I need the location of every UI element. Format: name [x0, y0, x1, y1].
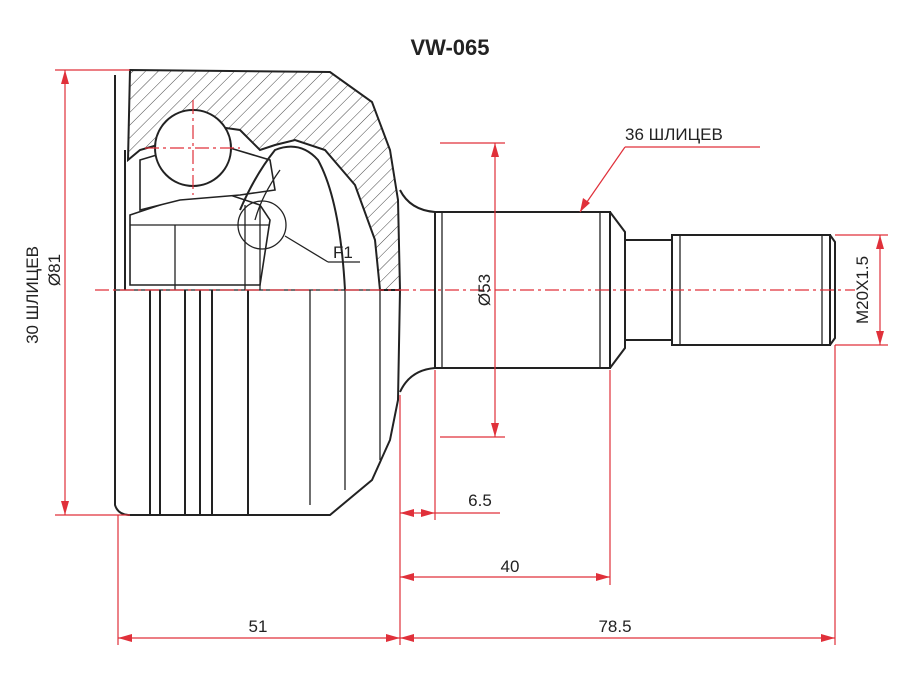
stub-length-dim: 78.5 — [598, 617, 631, 636]
splined-shaft — [434, 211, 611, 369]
part-number: VW-065 — [410, 35, 489, 60]
outer-splines-label: 36 ШЛИЦЕВ — [625, 125, 723, 144]
cage-pocket — [129, 194, 271, 286]
neck — [399, 189, 436, 213]
detail-ref-label: F1 — [333, 243, 353, 262]
bell-housing-lower — [114, 289, 401, 516]
outer-diameter-label: Ø81 — [45, 254, 64, 286]
ball — [154, 109, 232, 187]
seal-width-dim: 6.5 — [468, 491, 492, 510]
inner-splines-label: 30 ШЛИЦЕВ — [23, 246, 42, 344]
detail-circle — [237, 200, 287, 250]
shaft-length-dim: 40 — [501, 557, 520, 576]
thread-label: M20X1.5 — [853, 256, 872, 324]
dimensions: 30 ШЛИЦЕВ Ø81 Ø53 36 ШЛИЦЕВ M20X1.5 6.5 — [23, 69, 888, 645]
body-length-dim: 51 — [249, 617, 268, 636]
cv-joint-body: F1 — [114, 68, 836, 516]
shaft-diameter-label: Ø53 — [475, 274, 494, 306]
